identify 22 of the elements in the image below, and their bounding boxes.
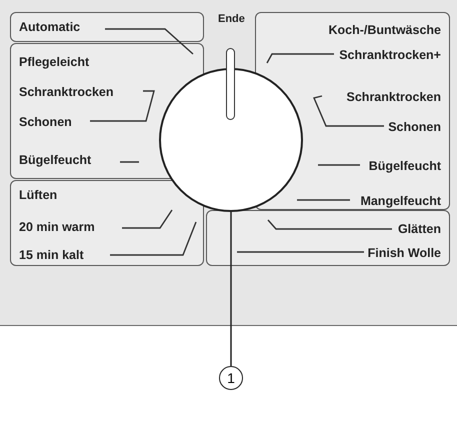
program-option: Schonen (388, 120, 441, 134)
leader-line (230, 212, 232, 366)
program-option: Glätten (398, 222, 441, 236)
program-group-title: Koch-/Buntwäsche (328, 23, 441, 37)
program-group-title: Pflegeleicht (19, 55, 90, 69)
end-position-label: Ende (218, 12, 245, 26)
program-option: Schonen (19, 115, 72, 129)
program-option: Finish Wolle (368, 246, 441, 260)
program-option: 15 min kalt (19, 248, 84, 262)
program-group-box (10, 12, 204, 42)
program-group-title: Lüften (19, 188, 58, 202)
program-group-title: Automatic (19, 20, 80, 34)
program-option: Bügelfeucht (19, 153, 92, 167)
program-option: Bügelfeucht (368, 159, 441, 173)
callout-number: 1 (219, 366, 243, 390)
program-group-box (206, 210, 450, 266)
program-group-box (10, 180, 204, 266)
program-option: Schranktrocken+ (339, 48, 441, 62)
program-option: Mangelfeucht (360, 194, 441, 208)
program-option: Schranktrocken (19, 85, 114, 99)
program-option: 20 min warm (19, 220, 95, 234)
program-option: Schranktrocken (346, 90, 441, 104)
